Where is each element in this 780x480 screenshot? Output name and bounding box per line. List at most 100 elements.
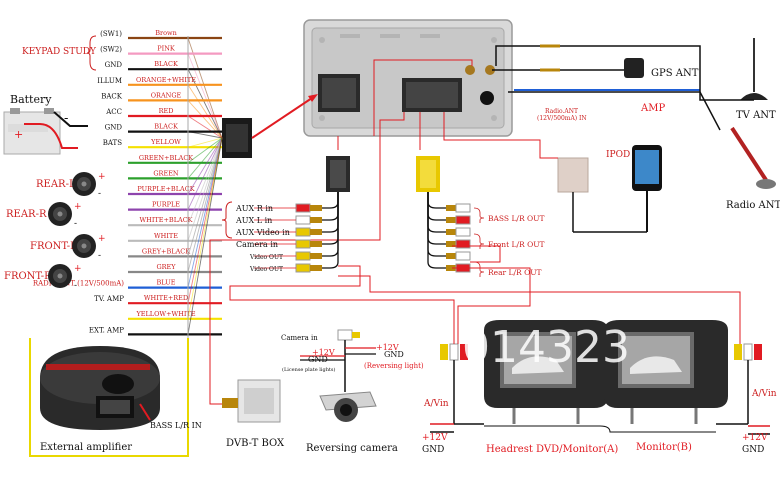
aux-cable bbox=[322, 192, 339, 233]
harness-arrow bbox=[251, 97, 313, 139]
rca-brace bbox=[473, 233, 485, 249]
wire-row-grey: GREY bbox=[128, 137, 223, 274]
battery-terminal-icon bbox=[44, 108, 54, 114]
iso-connector-port bbox=[318, 74, 360, 112]
rca-plug-tip bbox=[310, 265, 322, 271]
speaker-label: REAR-L bbox=[36, 179, 76, 190]
wire-color-label: GREY bbox=[156, 263, 176, 271]
wire-bundle bbox=[187, 137, 223, 257]
wire-code-label: TV. AMP bbox=[94, 295, 124, 303]
wire-color-label: WHITE+RED bbox=[144, 294, 188, 302]
monitor-b-12v: +12V bbox=[742, 433, 768, 443]
rca-plug-tip bbox=[446, 241, 456, 247]
aux-label: AUX Video in bbox=[235, 228, 290, 237]
rca-plug-tip bbox=[310, 253, 322, 259]
rca-brace bbox=[473, 261, 485, 277]
arrow-head-icon bbox=[308, 94, 318, 102]
speaker-label: REAR-R bbox=[6, 209, 47, 220]
monitor-a-12v: +12V bbox=[422, 433, 448, 443]
aux-cable bbox=[322, 192, 339, 269]
wire-color-label: PURPLE bbox=[152, 201, 180, 209]
wire-code-label: ACC bbox=[105, 108, 122, 116]
wire-color-label: RED bbox=[159, 107, 174, 115]
aux-label: Video OUT bbox=[249, 254, 283, 261]
speaker-plus-label: + bbox=[74, 202, 82, 212]
rca-plug-tip bbox=[446, 265, 456, 271]
wire-color-label: YELLOW+WHITE bbox=[135, 310, 195, 318]
wire-color-label: BLUE bbox=[157, 279, 176, 287]
reversing-camera: Camera in +12V GND (Reversing light) +12… bbox=[281, 329, 424, 454]
ipod-label: IPOD bbox=[606, 150, 630, 160]
wire-code-label: GND bbox=[105, 124, 123, 132]
wire-bundle bbox=[187, 137, 223, 226]
wire-code-label: BATS bbox=[103, 139, 122, 147]
rca-plug-tip bbox=[446, 229, 456, 235]
speaker-plus-label: + bbox=[74, 264, 82, 274]
speaker-minus-label: - bbox=[98, 251, 101, 261]
external-amplifier-subwoofer bbox=[40, 346, 160, 430]
wire-code-label: GND bbox=[105, 61, 123, 69]
wire-row-purple: PURPLE bbox=[128, 137, 223, 211]
wire-color-label: PINK bbox=[157, 45, 175, 53]
wire-code-label: (SW1) bbox=[100, 30, 122, 38]
speaker-dust-cap bbox=[57, 273, 63, 279]
battery-terminal-icon bbox=[10, 108, 20, 114]
ext-amp-frame: BASS L/R IN External amplifier bbox=[29, 338, 202, 457]
wire-code-label: (SW2) bbox=[100, 46, 122, 54]
wire-bundle bbox=[187, 84, 223, 139]
speakers: REAR-L+-REAR-R+-FRONT-L+-FRONT-R+- bbox=[4, 172, 106, 291]
speaker-plus-label: + bbox=[98, 172, 106, 182]
antenna-port-icon bbox=[485, 65, 495, 75]
wire-color-label: ORANGE bbox=[151, 91, 182, 99]
rca-plug-tip bbox=[310, 229, 322, 235]
keypad-study-label: KEYPAD STUDY bbox=[22, 47, 97, 57]
tv-ant-label: TV ANT bbox=[736, 110, 776, 121]
monitor-a-av-in: A/Vin bbox=[423, 399, 449, 409]
aux-label: Camera in bbox=[236, 240, 278, 249]
wire-row-red: ACC RED bbox=[105, 107, 223, 139]
wire-bundle bbox=[187, 137, 223, 304]
wire-row-white-red: TV. AMP WHITE+RED bbox=[94, 137, 223, 305]
cam-12v-label: +12V bbox=[376, 343, 399, 352]
wire-bundle bbox=[187, 137, 223, 335]
wire-bundle bbox=[187, 137, 223, 210]
rca-cable bbox=[427, 192, 446, 209]
gps-antenna-icon bbox=[624, 58, 644, 78]
rca-out-label: BASS L/R OUT bbox=[488, 214, 544, 223]
wire-color-label: GREY+BLACK bbox=[142, 247, 190, 255]
wire-bundle bbox=[187, 137, 223, 164]
wire-bundle bbox=[187, 137, 223, 241]
cam2-12v-label: +12V bbox=[312, 348, 335, 357]
rca-plug-icon bbox=[455, 215, 471, 225]
camera-rca-plug bbox=[337, 329, 360, 341]
speaker-dust-cap bbox=[81, 181, 87, 187]
speaker-label: FRONT-L bbox=[30, 241, 77, 252]
wire-code-label: RADIO.ANT (12V/500mA) bbox=[33, 280, 124, 288]
amp-module: AMP Radio.ANT(12V/500mA) IN bbox=[514, 89, 700, 122]
rca-plug-icon bbox=[455, 203, 471, 213]
wire-bundle bbox=[187, 69, 223, 139]
wire-row-yellow-white: YELLOW+WHITE bbox=[128, 137, 223, 320]
rca-plug-tip bbox=[310, 241, 322, 247]
wire-code-label: BACK bbox=[101, 92, 123, 100]
watermark-text: 014323 bbox=[462, 322, 630, 373]
monitor-a-plugs: A/Vin +12V GND bbox=[422, 343, 484, 455]
wire-bundle bbox=[187, 131, 223, 139]
port-icon bbox=[102, 374, 134, 394]
external-amplifier-label: External amplifier bbox=[40, 442, 132, 453]
rca-brace bbox=[473, 207, 485, 223]
wire-color-label: Brown bbox=[155, 29, 177, 37]
headrest-label: Headrest DVD/Monitor(A) bbox=[486, 444, 618, 455]
speaker-minus-label: - bbox=[74, 281, 77, 291]
amp-label: AMP bbox=[640, 103, 665, 114]
rca-out-label: Rear L/R OUT bbox=[488, 268, 542, 277]
speaker-rear-l: REAR-L+- bbox=[36, 172, 106, 199]
